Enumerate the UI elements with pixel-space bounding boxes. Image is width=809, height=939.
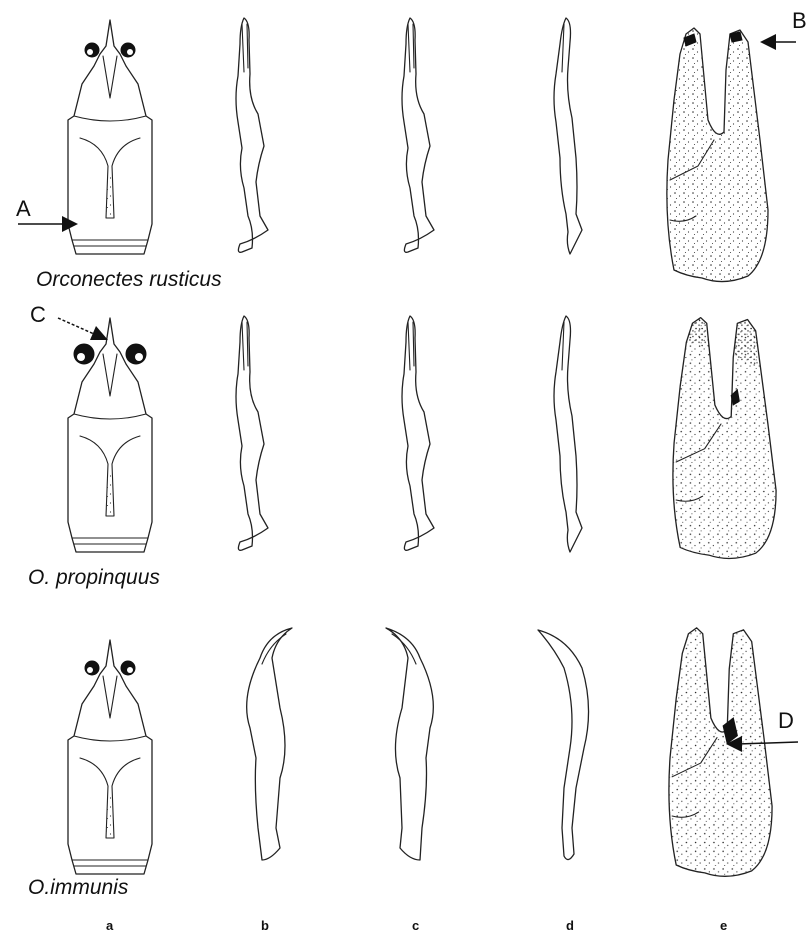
carapace-propinquus: [68, 318, 152, 552]
column-label-b: b: [261, 918, 269, 933]
gonopod-d-immunis: [538, 630, 589, 860]
carapace-immunis: [68, 640, 152, 874]
carapace-rusticus: [68, 20, 152, 254]
gonopod-b-immunis: [247, 628, 292, 860]
pointer-label-a: A: [16, 196, 31, 222]
gonopod-d-rusticus: [554, 18, 582, 254]
pointer-arrow-c: [58, 318, 108, 340]
column-label-c: c: [412, 918, 419, 933]
gonopod-b-propinquus: [236, 316, 268, 550]
chela-immunis: [669, 628, 772, 876]
column-label-d: d: [566, 918, 574, 933]
pointer-label-d: D: [778, 708, 794, 734]
gonopod-c-propinquus: [402, 316, 434, 550]
gonopod-d-propinquus: [554, 316, 582, 552]
column-label-e: e: [720, 918, 727, 933]
chela-rusticus: [667, 28, 768, 282]
pointer-arrow-b: [760, 34, 796, 50]
pointer-label-c: C: [30, 302, 46, 328]
species-label-rusticus: Orconectes rusticus: [36, 268, 222, 292]
gonopod-c-rusticus: [402, 18, 434, 252]
column-label-a: a: [106, 918, 113, 933]
gonopod-b-rusticus: [236, 18, 268, 252]
chela-propinquus: [673, 318, 776, 559]
gonopod-c-immunis: [386, 628, 433, 860]
species-label-immunis: O.immunis: [28, 876, 128, 900]
pointer-label-b: B: [792, 8, 807, 34]
species-label-propinquus: O. propinquus: [28, 566, 160, 590]
